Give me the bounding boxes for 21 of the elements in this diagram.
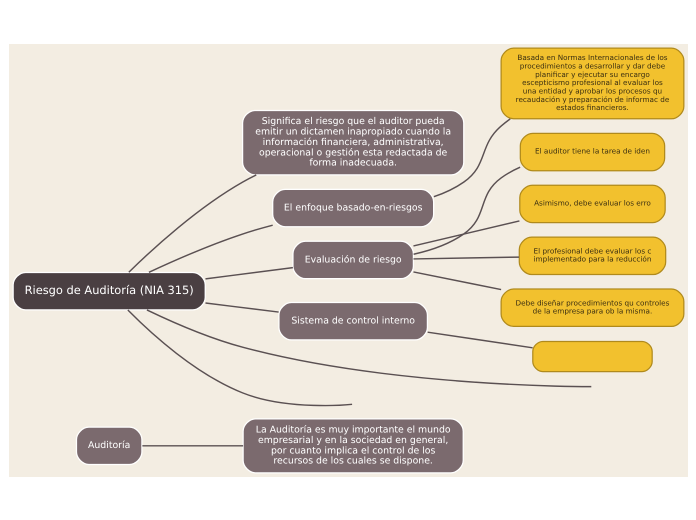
connector — [146, 308, 591, 387]
node-box: Auditoría — [75, 426, 142, 465]
node-box: El enfoque basado-en-riesgos — [272, 188, 434, 227]
connector — [204, 266, 292, 280]
connector — [427, 330, 532, 348]
connector — [433, 118, 510, 197]
node-box: Sistema de control interno — [278, 301, 428, 340]
connector — [128, 174, 256, 272]
connector — [412, 256, 518, 260]
connector — [148, 224, 272, 272]
connector — [412, 270, 501, 290]
node-box: Significa el riesgo que el auditor pueda emitir un dictamen inapropiado cuando la información financiera, administrativa, operacional o gestión esta redactada de forma inadecuada. — [241, 109, 464, 175]
connector — [204, 302, 278, 312]
node-box: Riesgo de Auditoría (NIA 315) — [12, 271, 206, 310]
connector — [126, 308, 352, 406]
connector — [412, 220, 520, 246]
node-box: La Auditoría es muy importante el mundo empresarial y en la sociedad en general, por cuanto implica el control de los recursos de los cuales se dispone. — [242, 418, 464, 473]
node-box — [532, 340, 652, 372]
node-box: Evaluación de riesgo — [292, 240, 414, 279]
connector — [412, 166, 520, 254]
connector — [142, 444, 243, 446]
